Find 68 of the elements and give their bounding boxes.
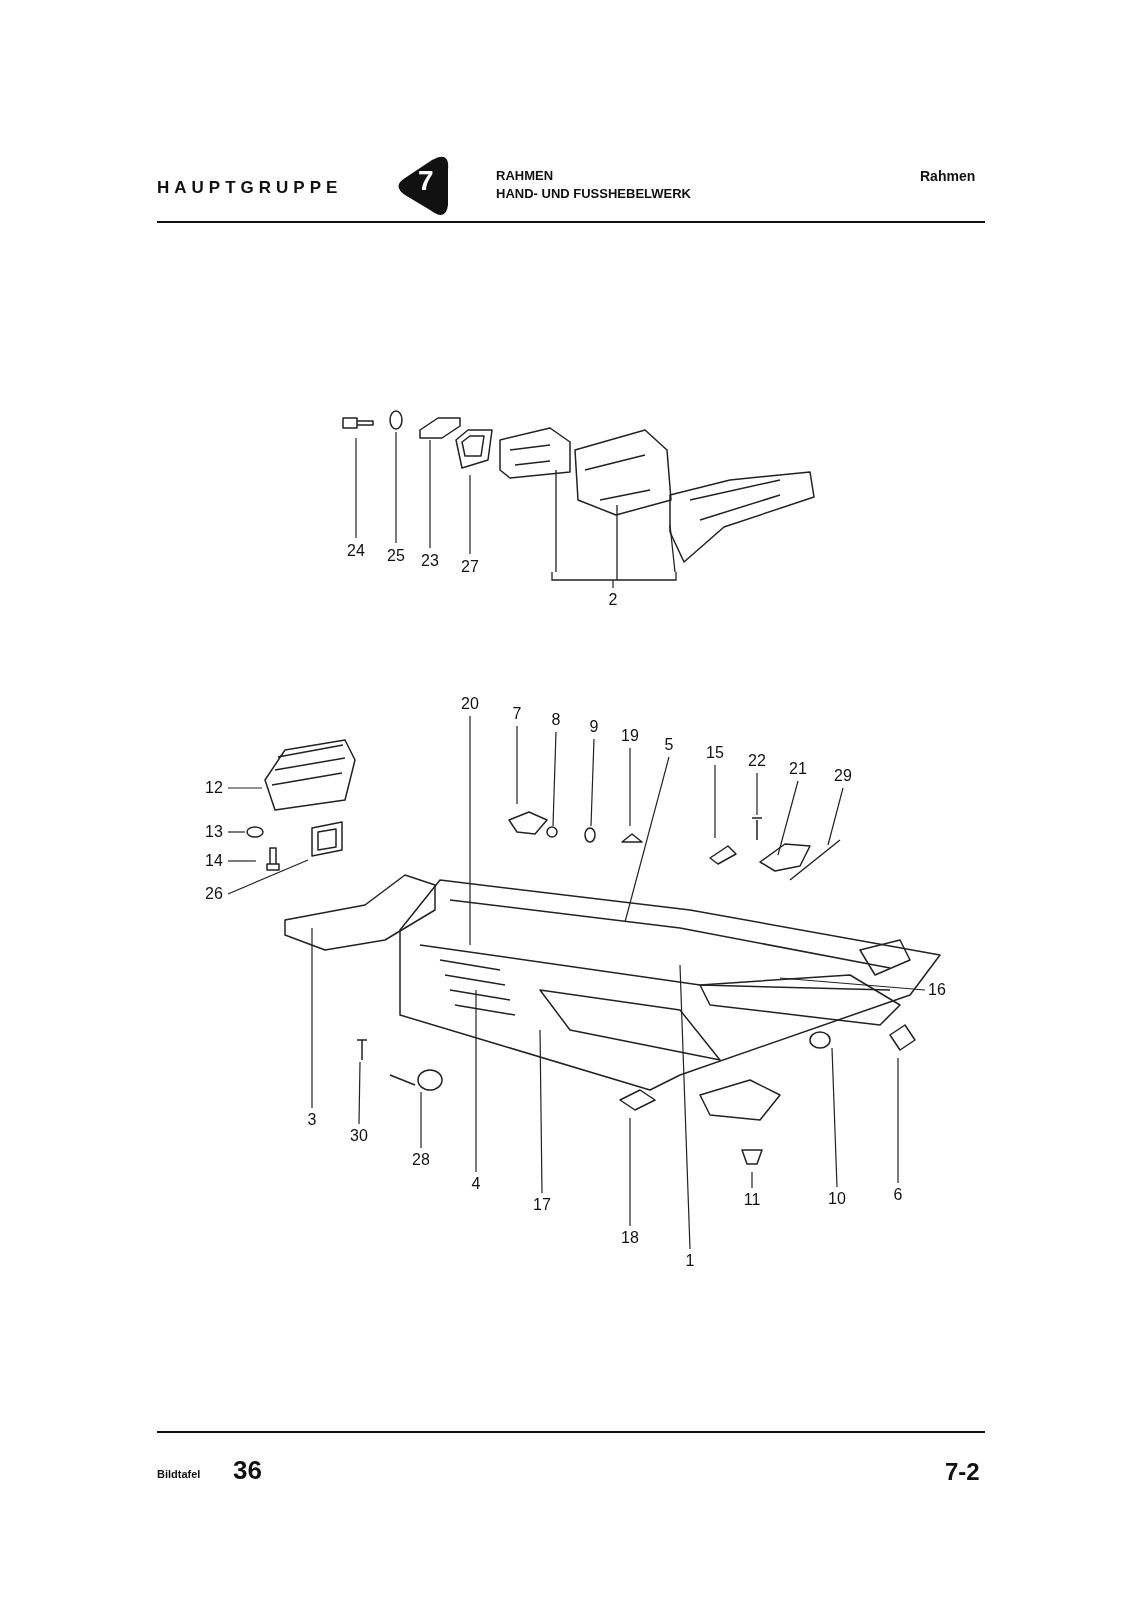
callout-number: 19: [621, 727, 639, 745]
callout-number: 28: [412, 1151, 430, 1169]
header-right-text: Rahmen: [920, 168, 976, 184]
section-title: HAUPTGRUPPE: [157, 178, 343, 198]
callout-number: 23: [421, 552, 439, 570]
callout-number: 7: [512, 705, 522, 723]
callout-number: 9: [589, 718, 599, 736]
leader-line: [429, 439, 431, 549]
leader-line: [590, 738, 595, 827]
leader-line: [469, 474, 471, 555]
leader-line: [475, 989, 477, 1173]
leader-line: [629, 1117, 631, 1227]
leader-line: [552, 731, 557, 827]
callout-number: 13: [205, 823, 223, 841]
heading: RAHMEN: [496, 168, 554, 183]
callout-number: 21: [789, 760, 807, 778]
leader-line: [469, 715, 471, 946]
plate-label: Bildtafel: [157, 1468, 201, 1480]
plate-number: 36: [233, 1455, 262, 1486]
callout-number: 1: [685, 1252, 695, 1270]
callout-number: 24: [347, 542, 365, 560]
leader-line: [355, 437, 357, 539]
callout-number: 15: [706, 744, 724, 762]
callout-number: 17: [533, 1196, 551, 1214]
leader-line: [227, 787, 263, 789]
callout-number: 11: [743, 1191, 761, 1209]
callout-number: 30: [350, 1127, 368, 1145]
leader-line: [358, 1061, 361, 1125]
callout-number: 3: [307, 1111, 317, 1129]
leader-line: [395, 431, 397, 544]
leader-line: [624, 756, 670, 923]
leader-line: [227, 860, 257, 862]
leader-line: [827, 787, 844, 846]
section-number: 7: [418, 165, 434, 197]
leader-line: [516, 725, 518, 805]
callout-number: 29: [834, 767, 852, 785]
callout-number: 18: [621, 1229, 639, 1247]
leader-line: [779, 977, 926, 991]
callout-number: 4: [471, 1175, 481, 1193]
callout-number: 16: [928, 981, 946, 999]
leader-line: [629, 747, 631, 827]
callout-number: 5: [664, 736, 674, 754]
callout-number: 22: [748, 752, 766, 770]
leader-line: [897, 1057, 899, 1184]
callout-number: 14: [205, 852, 223, 870]
callout-number: 25: [387, 547, 405, 565]
leader-line: [714, 764, 716, 839]
leader-line: [612, 579, 614, 589]
leader-line: [420, 1091, 422, 1149]
leader-line: [751, 1171, 753, 1189]
leader-line: [831, 1047, 838, 1188]
callout-number: 20: [461, 695, 479, 713]
callout-number: 27: [461, 558, 479, 576]
leader-line: [539, 1029, 543, 1194]
callout-number: 12: [205, 779, 223, 797]
leader-line: [227, 831, 246, 833]
leader-line: [679, 964, 691, 1250]
callout-number: 2: [608, 591, 618, 609]
page-number: 7-2: [945, 1458, 980, 1486]
leader-line: [227, 859, 309, 895]
callout-number: 10: [828, 1190, 846, 1208]
leader-line: [311, 927, 313, 1109]
leader-line: [756, 772, 758, 816]
leader-line: [777, 780, 799, 856]
callout-number: 8: [551, 711, 561, 729]
subheading: HAND- UND FUSSHEBELWERK: [496, 186, 691, 201]
callout-number: 6: [893, 1186, 903, 1204]
callout-number: 26: [205, 885, 223, 903]
